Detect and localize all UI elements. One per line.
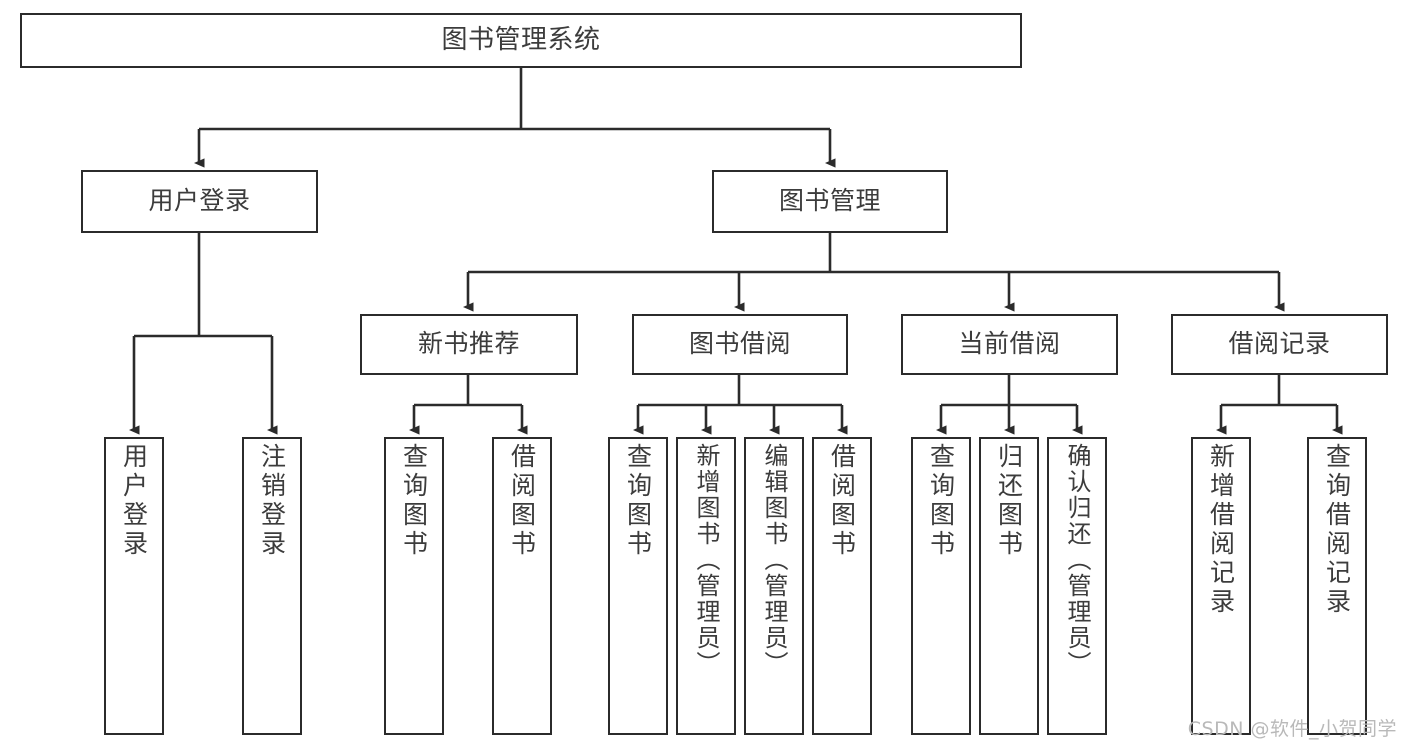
node-label: 借阅记录 (1228, 329, 1331, 359)
node-new-book-recommend[interactable]: 新书推荐 (360, 314, 578, 375)
node-label: 图书借阅 (688, 329, 791, 359)
node-label: 确认归还（管理员） (1063, 443, 1091, 677)
node-leaf-query-book-current[interactable]: 查询图书 (911, 437, 971, 735)
node-label: 用户登录 (119, 443, 149, 559)
node-label: 编辑图书（管理员） (760, 443, 788, 677)
node-borrow-record[interactable]: 借阅记录 (1171, 314, 1388, 375)
node-label: 新增借阅记录 (1206, 443, 1236, 617)
node-leaf-user-login[interactable]: 用户登录 (104, 437, 164, 735)
node-label: 新书推荐 (417, 329, 520, 359)
node-label: 用户登录 (148, 186, 251, 216)
node-label: 归还图书 (994, 443, 1024, 559)
node-current-borrow[interactable]: 当前借阅 (901, 314, 1118, 375)
node-book-borrow[interactable]: 图书借阅 (632, 314, 848, 375)
node-leaf-borrow-book-recommend[interactable]: 借阅图书 (492, 437, 552, 735)
node-label: 图书管理 (778, 186, 881, 216)
node-user-login[interactable]: 用户登录 (81, 170, 318, 233)
node-leaf-query-book-recommend[interactable]: 查询图书 (384, 437, 444, 735)
node-label: 借阅图书 (507, 443, 537, 559)
node-leaf-add-book[interactable]: 新增图书（管理员） (676, 437, 736, 735)
node-leaf-user-logout[interactable]: 注销登录 (242, 437, 302, 735)
node-book-management[interactable]: 图书管理 (712, 170, 948, 233)
node-label: 查询借阅记录 (1322, 443, 1352, 617)
node-leaf-borrow-book[interactable]: 借阅图书 (812, 437, 872, 735)
node-leaf-add-borrow-record[interactable]: 新增借阅记录 (1191, 437, 1251, 735)
node-leaf-query-borrow-record[interactable]: 查询借阅记录 (1307, 437, 1367, 735)
node-label: 图书管理系统 (441, 24, 601, 55)
node-leaf-confirm-return[interactable]: 确认归还（管理员） (1047, 437, 1107, 735)
node-leaf-return-book[interactable]: 归还图书 (979, 437, 1039, 735)
watermark-text: CSDN @软件_小贺同学 (1187, 718, 1397, 740)
node-label: 当前借阅 (958, 329, 1061, 359)
node-label: 查询图书 (399, 443, 429, 559)
node-label: 新增图书（管理员） (692, 443, 720, 677)
node-label: 查询图书 (623, 443, 653, 559)
node-leaf-edit-book[interactable]: 编辑图书（管理员） (744, 437, 804, 735)
node-root-book-management-system[interactable]: 图书管理系统 (20, 13, 1022, 68)
node-leaf-query-book-borrow[interactable]: 查询图书 (608, 437, 668, 735)
node-label: 注销登录 (257, 443, 287, 559)
node-label: 借阅图书 (827, 443, 857, 559)
node-label: 查询图书 (926, 443, 956, 559)
